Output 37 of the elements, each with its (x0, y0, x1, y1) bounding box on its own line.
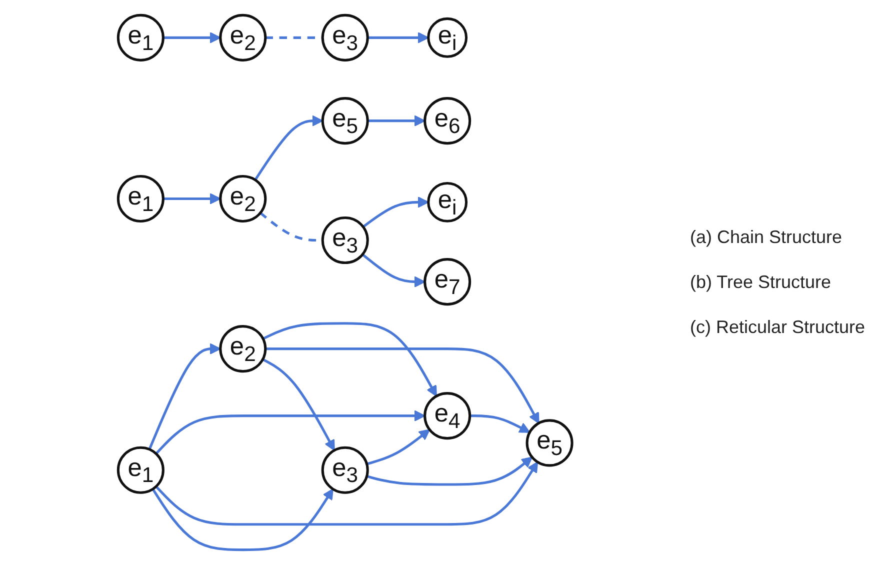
panel-caption: (a) Chain Structure (690, 227, 844, 248)
node-circle (526, 419, 574, 467)
node-circle (116, 446, 164, 494)
panel-caption: (c) Reticular Structure (690, 317, 866, 338)
panel-caption: (b) Tree Structure (690, 272, 832, 293)
node-circle (423, 392, 471, 440)
arrow (155, 462, 538, 526)
node-circle (219, 325, 267, 373)
arrow (155, 410, 426, 455)
arrow (262, 322, 437, 397)
arrow (265, 348, 540, 424)
node-circle (426, 17, 468, 58)
arrow (163, 32, 221, 44)
node-circle (321, 97, 369, 145)
node-circle (116, 14, 164, 62)
node-circle (321, 216, 369, 264)
arrow (362, 196, 429, 228)
node-circle (219, 174, 267, 222)
arrow (163, 193, 221, 204)
node-circle (423, 258, 471, 306)
node-circle (321, 14, 369, 62)
arrow (262, 358, 335, 451)
arrow (366, 456, 532, 486)
arrow (254, 115, 323, 181)
arrow (152, 488, 334, 552)
node-circle (423, 97, 471, 145)
graph-drawing: e$_{1}$ e$_{2}$ e$_{3}$ e$_{i}$ e$_{1}$ e$_{2}$ e$_{5}$ e$_{6}$ e$_{3}$ e$_{i}$ e$_{7}$ e$_{1}$ e$_{2}$ e$_{3}$ e$_{4}$ e$_{5}$ (108, 5, 582, 560)
arrow (368, 115, 426, 126)
arrow (470, 414, 530, 433)
arrow (366, 429, 430, 466)
arrow (362, 253, 426, 288)
arrow (368, 32, 429, 44)
node-circle (219, 14, 267, 62)
node-circle (426, 182, 468, 222)
arrow (148, 343, 221, 450)
node-circle (116, 174, 164, 222)
node-circle (321, 446, 369, 494)
